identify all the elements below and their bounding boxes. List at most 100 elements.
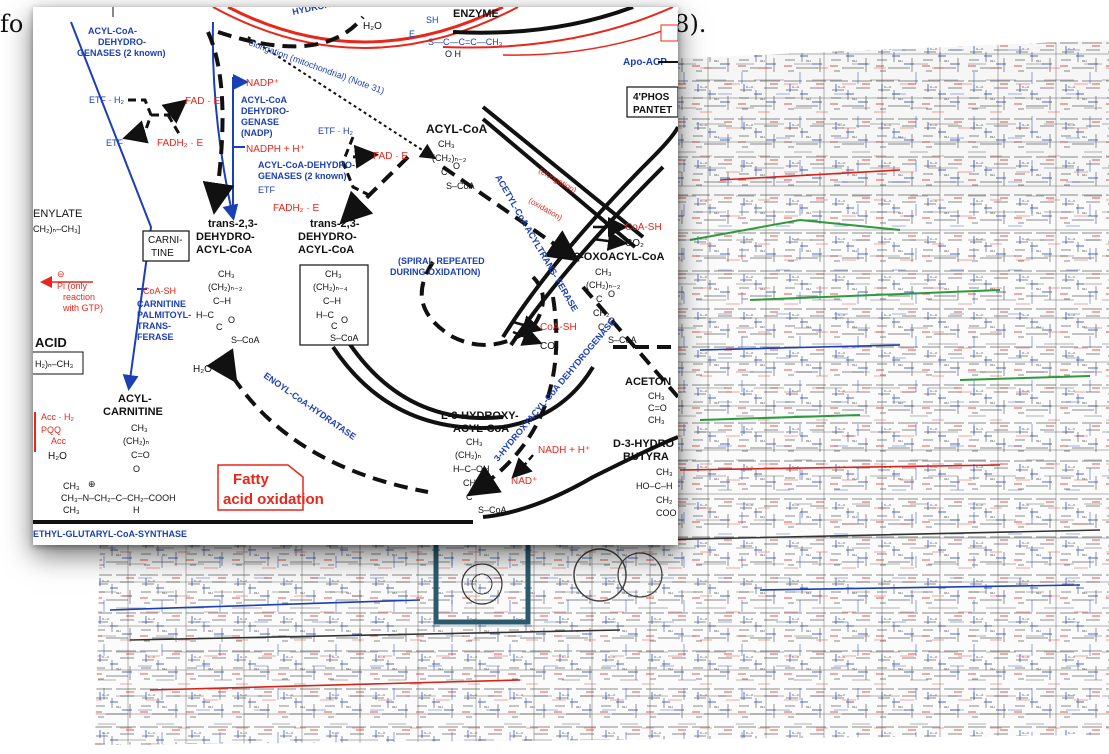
svg-text:⊖: ⊖ [57, 269, 65, 279]
acetyl-coa-acyltransferase-label: ACETYL-CoA ACYLTRANS- FERASE [493, 173, 580, 313]
acc-label: Acc [51, 436, 67, 446]
aceton-label: ACETON [625, 376, 671, 388]
acc-h2-label: Acc · H₂ [41, 412, 75, 422]
co2-spiral: CO₂ [540, 341, 559, 352]
svg-text:H–C–OH: H–C–OH [453, 464, 490, 474]
acyl-coa-structure: CH₃ (CH₂)ₙ₋₂ C O S–CoA [432, 139, 475, 191]
svg-text:E: E [409, 29, 415, 39]
svg-text:O: O [133, 464, 140, 474]
svg-text:O: O [341, 315, 348, 325]
svg-text:CH₃: CH₃ [63, 505, 80, 515]
oxoacyl-structure: CH₃ (CH₂)ₙ₋₂ C O CH₂ C O S–CoA [586, 267, 637, 345]
d3-hydro-line1: D-3-HYDRO [613, 438, 675, 450]
l3-hydroxy-line1: L-3-HYDROXY- [441, 410, 519, 422]
svg-text:H: H [133, 505, 140, 515]
svg-text:C: C [331, 321, 338, 331]
nadp-dehydrogenase-line3: GENASE [241, 117, 279, 127]
svg-text:(CH₂)ₙ₋₂: (CH₂)ₙ₋₂ [208, 282, 243, 292]
pqq-cofactor: Acc · H₂ PQQ Acc [41, 412, 75, 446]
pqq-label: PQQ [41, 425, 61, 435]
trans23-left: trans-2,3- DEHYDRO- ACYL-CoA [196, 218, 258, 256]
cpt-line4: FERASE [137, 332, 174, 342]
trans23-middle-structure-box [299, 264, 369, 346]
svg-text:O: O [453, 161, 460, 171]
enylate-label: ENYLATE [33, 208, 82, 220]
aceton-structure: CH₃ C=O CH₃ [648, 391, 667, 425]
svg-text:H–C: H–C [196, 310, 215, 320]
acyl-carnitine-line1: ACYL- [118, 393, 152, 405]
nadp-dehydrogenase-line1: ACYL-CoA [241, 95, 287, 105]
main-pathway-dashed [202, 15, 678, 497]
nad-plus-label: NAD⁺ [511, 476, 537, 487]
svg-text:H–C: H–C [316, 310, 335, 320]
svg-text:CH₃: CH₃ [438, 139, 455, 149]
svg-text:COO: COO [656, 508, 677, 518]
enzyme-top-label: ENZYME [453, 8, 499, 20]
svg-text:(CH₂)ₙ₋₂: (CH₂)ₙ₋₂ [432, 153, 467, 163]
carnitine-box-line2: TINE [151, 248, 174, 259]
trans23-middle-structure: CH₃ (CH₂)ₙ₋₄ C–H H–C C O S–CoA [313, 269, 359, 343]
cpt-line2: PALMITOYL- [137, 310, 191, 320]
dehydrogenases2-line1: ACYL-CoA-DEHYDRO- [258, 160, 355, 170]
trans23-middle: trans-2,3- DEHYDRO- ACYL-CoA [298, 218, 360, 256]
svg-text:CH₂: CH₂ [593, 308, 610, 318]
coa-sh-top-right: CoA-SH [625, 222, 662, 233]
oxoacyl-coa-label: 3-OXOACYL-CoA [574, 251, 665, 263]
top-structure: SH E S—C—C=C—CH₃ O H [409, 15, 503, 59]
svg-text:CH₂: CH₂ [463, 478, 480, 488]
hydroxyacyl-top-label: HYDROXYACYL- DEHYDRATASES [291, 7, 437, 17]
pi-only-line1: Pi (only [57, 281, 88, 291]
svg-text:⊕: ⊕ [88, 479, 96, 489]
acyl-dehydrogenases-2-label: ACYL-CoA-DEHYDRO- GENASES (2 known) [258, 160, 355, 181]
svg-text:C=O: C=O [648, 403, 667, 413]
acyl-carnitine-line2: CARNITINE [103, 406, 163, 418]
svg-text:C: C [216, 322, 223, 332]
h2o-pqq: H₂O [48, 451, 67, 462]
spiral-circle [419, 260, 545, 347]
cpt-line1: CARNITINE [137, 299, 186, 309]
svg-text:(CH₂)ₙ₋₄: (CH₂)ₙ₋₄ [313, 282, 348, 292]
svg-text:C: C [598, 322, 605, 332]
svg-text:CH₃–N–CH₂–C–CH₂–COOH: CH₃–N–CH₂–C–CH₂–COOH [61, 493, 176, 503]
svg-text:CH₃: CH₃ [595, 267, 612, 277]
acyl-dehydrogenases-line1: ACYL-CoA- [88, 26, 137, 36]
spiral-note: (SPIRAL REPEATED DURING OXIDATION) [390, 256, 485, 277]
svg-text:S–CoA: S–CoA [478, 505, 507, 515]
phos-pantet-line2: PANTET [633, 105, 672, 116]
acid-formula-box [33, 351, 84, 375]
acyl-dehydrogenases-line2: DEHYDRO- [98, 37, 146, 47]
svg-text:C–H: C–H [323, 296, 341, 306]
acyl-carnitine: ACYL- CARNITINE [103, 393, 163, 418]
trans23a-line3: ACYL-CoA [196, 244, 252, 256]
acyl-dehydrogenases-line3: GENASES (2 known) [77, 48, 166, 58]
dehydrogenases2-line2: GENASES (2 known) [258, 171, 347, 181]
svg-text:CH₃: CH₃ [63, 481, 80, 491]
etf-label-b: ETF [258, 185, 276, 195]
nadp-dehydrogenase-line2: DEHYDRO- [241, 106, 289, 116]
acyl-dehydrogenases-label: ACYL-CoA- DEHYDRO- GENASES (2 known) [77, 26, 166, 58]
svg-text:O: O [478, 486, 485, 496]
enoyl-hydratase-label: ENOYL-CoA-HYDRATASE [262, 370, 358, 441]
l3-hydroxy-structure: CH₃ (CH₂)ₙ H–C–OH CH₂ C O S–CoA [453, 437, 507, 515]
title-acid-oxidation: acid oxidation [223, 491, 324, 508]
carnitine-box-line1: CARNI- [148, 235, 182, 246]
trans23a-line2: DEHYDRO- [196, 231, 255, 243]
svg-text:O: O [608, 289, 615, 299]
svg-text:C=O: C=O [131, 450, 150, 460]
pi-only-line3: with GTP) [62, 303, 103, 313]
svg-text:(CH₂)ₙ: (CH₂)ₙ [123, 436, 149, 446]
svg-text:CH₃: CH₃ [325, 269, 342, 279]
co2-top-right: CO₂ [625, 238, 644, 249]
d3-hydroxy-structure: CH₃ HO–C–H CH₂ COO [636, 467, 677, 518]
title-fatty: Fatty [233, 471, 269, 488]
svg-text:HO–C–H: HO–C–H [636, 481, 673, 491]
acid-label: ACID [35, 335, 67, 350]
coa-sh-left: CoA-SH [143, 286, 176, 296]
h2o-top: H₂O [363, 21, 382, 32]
svg-text:(CH₂)ₙ₋₂: (CH₂)ₙ₋₂ [586, 280, 621, 290]
enylate-formula: CH₂)ₙ–CH₃] [33, 224, 80, 234]
spiral-note-line2: DURING OXIDATION) [390, 267, 480, 277]
d3-hydroxy-label: D-3-HYDRO BUTYRA [613, 438, 675, 463]
svg-text:CH₃: CH₃ [648, 415, 665, 425]
